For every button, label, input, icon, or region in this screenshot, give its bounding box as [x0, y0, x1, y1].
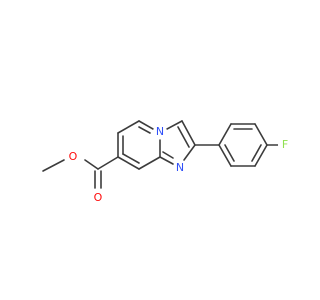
atom-n-imine: N [173, 161, 187, 175]
bond-ph6-ph1 [218, 144, 232, 167]
bond-carbonyl-ring [97, 156, 119, 170]
bond-ph4-ph5-double [251, 144, 262, 162]
bond-n4-c3 [166, 120, 183, 130]
atom-n-imine-label: N [176, 161, 184, 174]
bond-c6-c5 [117, 120, 140, 134]
bond-ph1-ph2 [218, 123, 232, 146]
bond-c2-n1 [183, 144, 196, 161]
bond-c8-c7 [117, 156, 140, 170]
bond-c8-c7-double [122, 153, 140, 164]
atom-n-bridge-label: N [156, 125, 164, 138]
atom-o-carbonyl-label: O [94, 191, 103, 204]
bond-c8a-c8 [138, 156, 161, 170]
atom-o-carbonyl: O [91, 191, 105, 205]
atom-o-ether: O [66, 150, 80, 164]
bond-n1-c8a [159, 156, 174, 165]
bond-o-carbonyl-c [84, 159, 99, 170]
molecule-canvas: O O N N F [42, 120, 292, 205]
bond-n1-c8a-double [162, 151, 174, 159]
bond-methyl-o [42, 159, 65, 172]
bond-c3-c2 [181, 120, 196, 146]
atom-f-label: F [282, 138, 288, 151]
atom-n-bridge: N [153, 125, 167, 139]
bond-layer [42, 120, 279, 189]
atom-o-ether-label: O [69, 150, 78, 163]
bond-c5-n4 [138, 120, 154, 130]
bond-ph6-ph1-double [224, 144, 235, 162]
molecule-structure: O O N N F [42, 120, 292, 205]
bond-c3-c2-double [177, 126, 190, 148]
bond-ph3-ph4 [254, 123, 268, 146]
atom-f: F [278, 138, 292, 152]
atom-label-layer: O O N N F [66, 125, 292, 205]
bond-c5-n4-double [138, 126, 151, 134]
bond-ph4-ph5 [254, 144, 268, 167]
